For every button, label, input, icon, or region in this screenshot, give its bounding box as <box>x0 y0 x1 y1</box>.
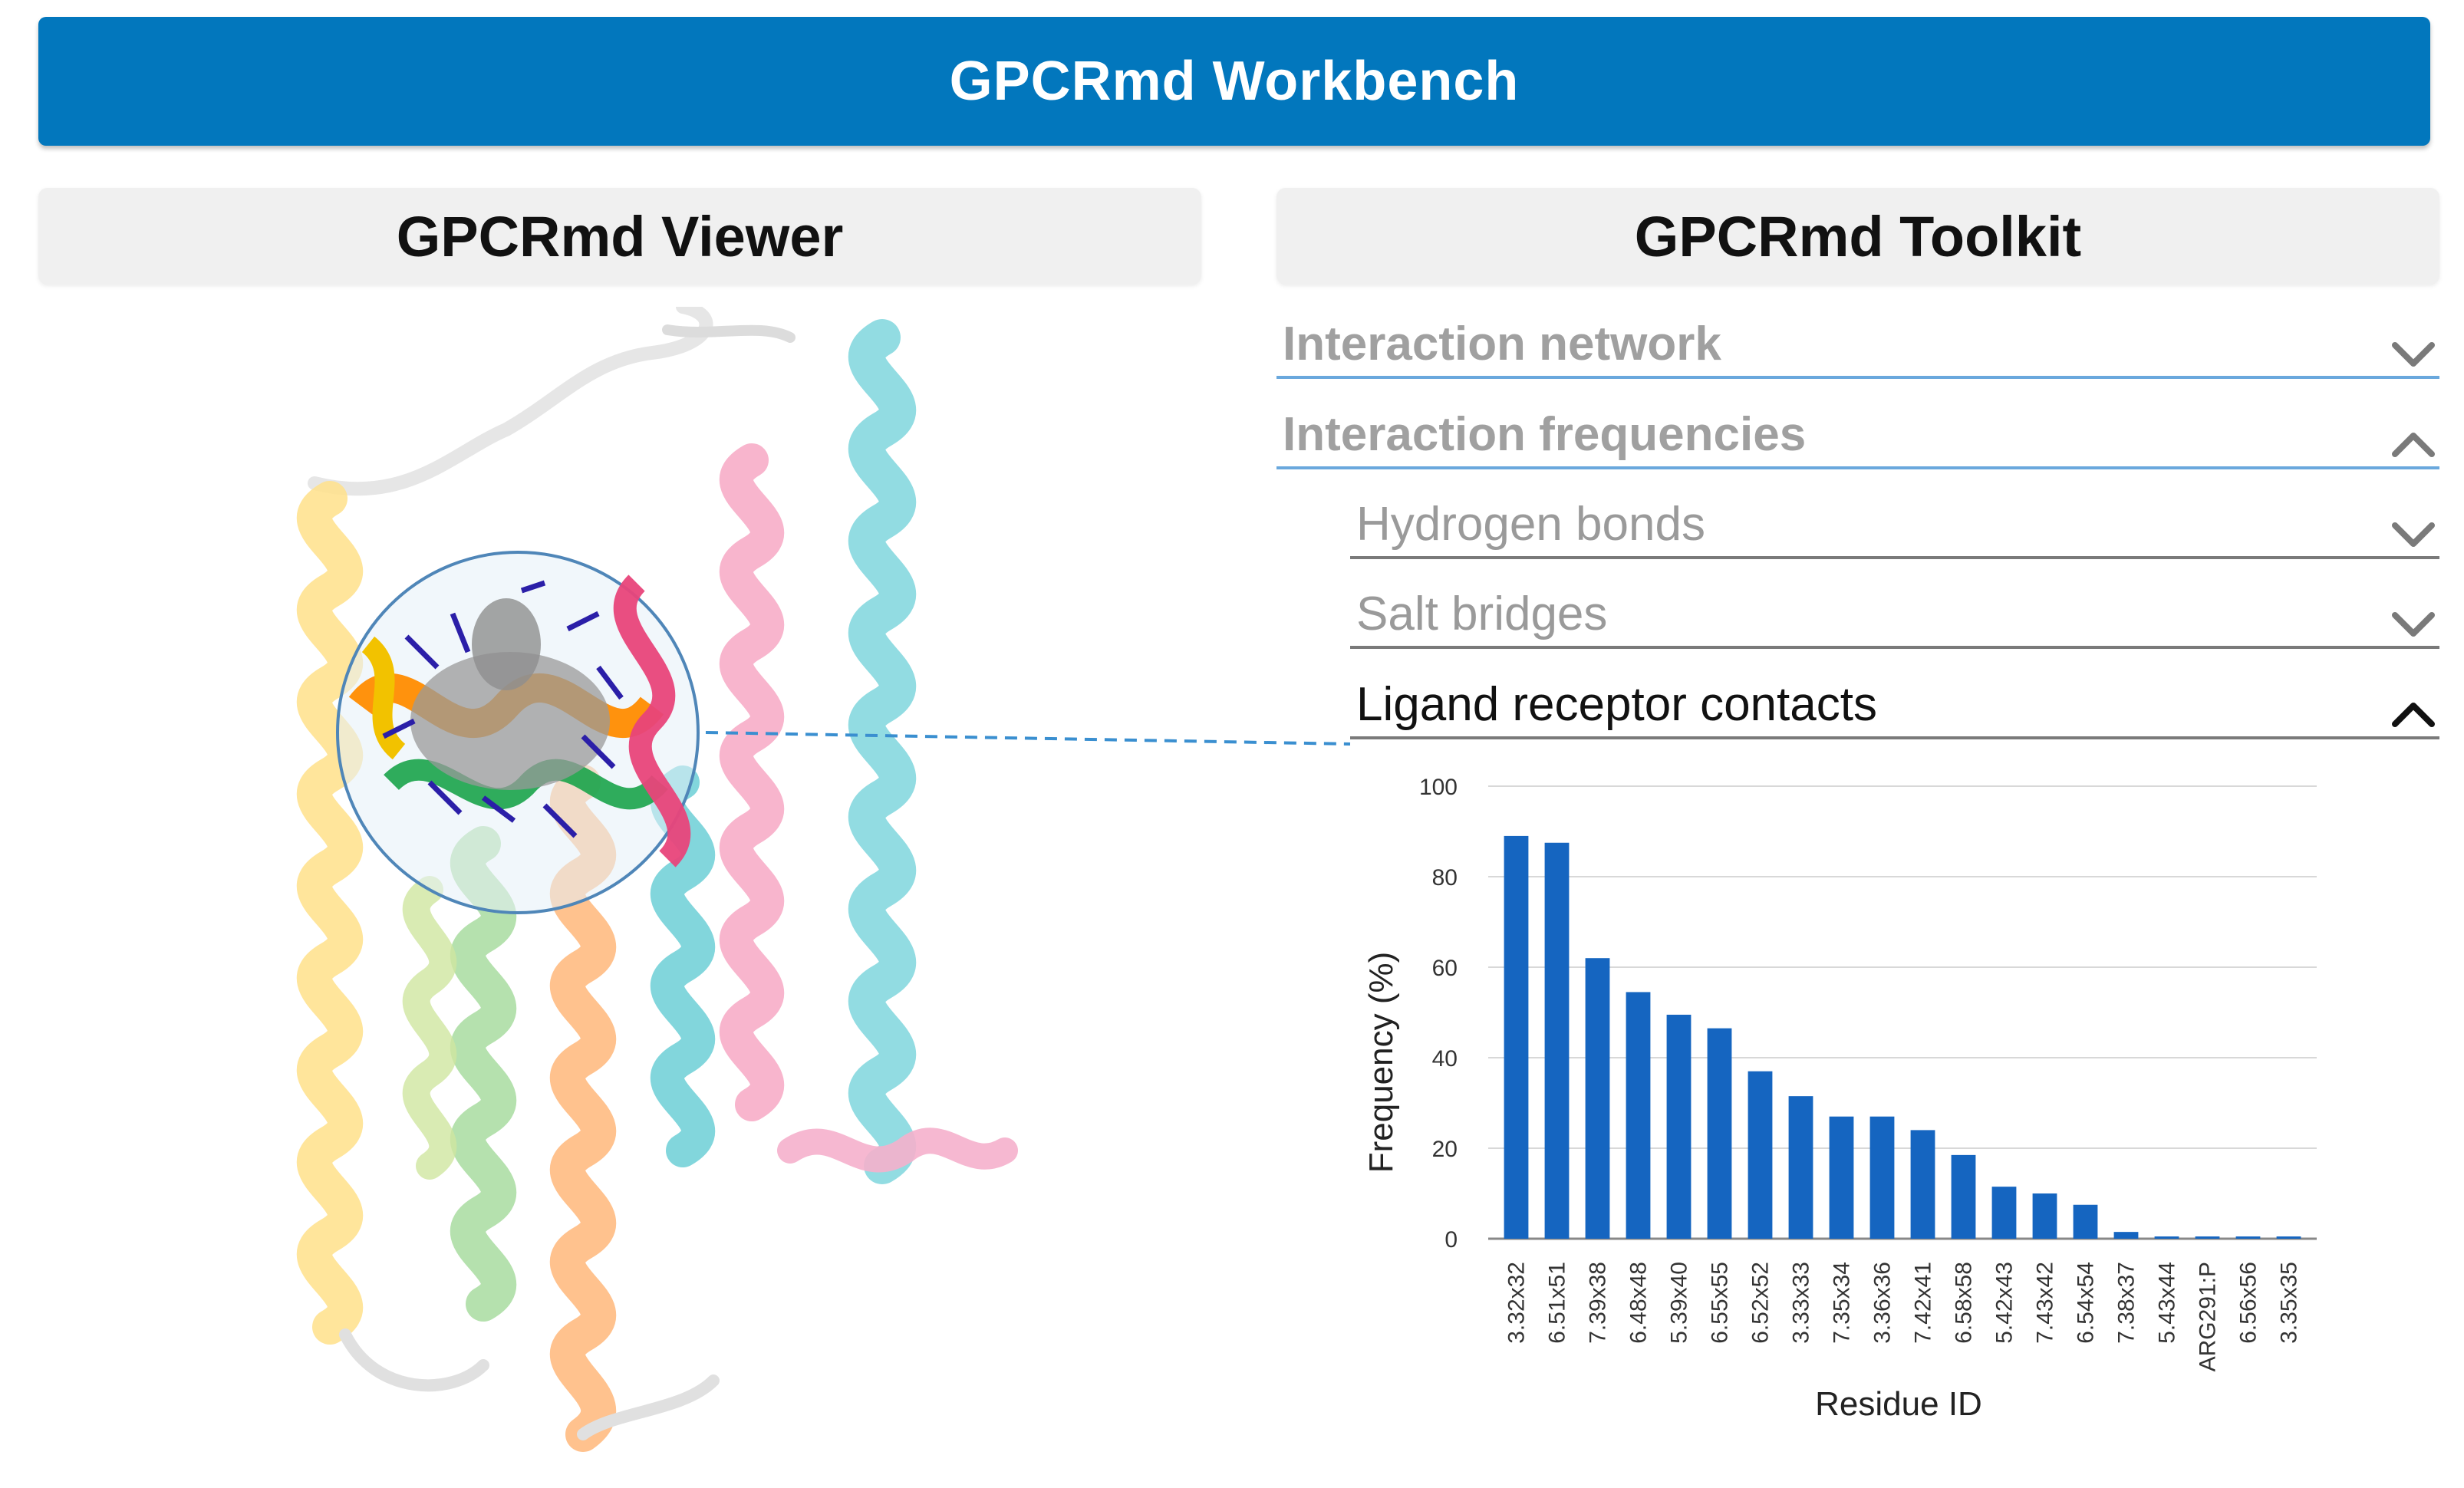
loop-top <box>308 307 713 496</box>
x-tick-label: 6.48x48 <box>1626 1262 1652 1344</box>
y-tick-label: 40 <box>1432 1046 1458 1072</box>
workbench-header: GPCRmd Workbench <box>38 17 2430 146</box>
y-tick-label: 0 <box>1444 1227 1458 1253</box>
bar <box>1910 1130 1935 1239</box>
helix-1 <box>296 481 364 1345</box>
x-tick-label: 7.38x37 <box>2114 1262 2140 1344</box>
loop-top-right <box>662 324 796 343</box>
bar <box>2073 1204 2098 1239</box>
bar <box>2154 1236 2179 1239</box>
bar <box>1504 835 1529 1239</box>
helix-2b <box>402 876 457 1180</box>
bar <box>1707 1028 1732 1239</box>
bar <box>1829 1116 1854 1239</box>
bar <box>2235 1236 2261 1239</box>
x-tick-label: 6.58x58 <box>1952 1262 1977 1344</box>
x-tick-label: 7.39x38 <box>1586 1262 1611 1344</box>
bar <box>1788 1096 1813 1239</box>
helix-6 <box>848 319 917 1184</box>
bar <box>1951 1154 1976 1239</box>
y-tick-label: 80 <box>1432 865 1458 890</box>
subsection-label: Hydrogen bonds <box>1356 498 1705 551</box>
bar <box>1869 1116 1895 1239</box>
chevron-down-icon[interactable] <box>2390 339 2436 370</box>
chevron-down-icon[interactable] <box>2390 519 2436 550</box>
bar <box>2195 1236 2220 1239</box>
x-tick-label: 7.35x34 <box>1830 1262 1855 1344</box>
bar <box>2032 1193 2057 1239</box>
section-label: Interaction network <box>1283 318 1721 370</box>
chevron-up-icon[interactable] <box>2390 700 2436 730</box>
ligand-contacts-bar-chart: 0 20 40 60 80 100 3.32x32 6.51x51 7.39x38 6.48x4… <box>1362 775 2317 1423</box>
viewer-header: GPCRmd Viewer <box>38 188 1201 285</box>
x-tick-label: 3.36x36 <box>1870 1262 1896 1344</box>
viewer-title: GPCRmd Viewer <box>396 204 844 268</box>
bar <box>1544 842 1570 1239</box>
binding-pocket-zoom <box>336 551 700 914</box>
x-tick-label: 3.32x32 <box>1504 1262 1530 1344</box>
subsection-label: Salt bridges <box>1356 588 1608 640</box>
x-tick-label: 5.39x40 <box>1667 1262 1692 1344</box>
bar <box>1748 1071 1773 1239</box>
x-tick-label: 5.43x44 <box>2155 1262 2180 1344</box>
y-tick-label: 60 <box>1432 956 1458 981</box>
y-axis-label: Frequency (%) <box>1362 952 1400 1174</box>
x-tick-label: 3.35x35 <box>2277 1262 2302 1344</box>
protein-structure-viewer[interactable] <box>253 307 1097 1473</box>
chevron-up-icon[interactable] <box>2390 430 2436 460</box>
helix-2 <box>450 826 517 1322</box>
x-tick-label: 6.52x52 <box>1748 1262 1774 1344</box>
app-title: GPCRmd Workbench <box>949 51 1520 112</box>
bar <box>1585 958 1610 1239</box>
section-interaction-frequencies[interactable]: Interaction frequencies <box>1276 382 2439 469</box>
x-tick-label: 5.42x43 <box>1992 1262 2018 1344</box>
x-tick-label: 7.43x42 <box>2033 1262 2058 1344</box>
bar <box>2276 1236 2301 1239</box>
chevron-down-icon[interactable] <box>2390 609 2436 640</box>
helix-4 <box>650 765 716 1167</box>
y-tick-label: 100 <box>1419 775 1458 800</box>
section-label: Interaction frequencies <box>1283 408 1807 461</box>
x-tick-label: 6.55x55 <box>1708 1262 1733 1344</box>
subsection-salt-bridges[interactable]: Salt bridges <box>1350 561 2439 649</box>
y-tick-label: 20 <box>1432 1137 1458 1162</box>
helix-8 <box>777 1128 1018 1173</box>
loop-bottom <box>339 1328 720 1440</box>
x-tick-label: 6.51x51 <box>1545 1262 1570 1344</box>
subsection-hydrogen-bonds[interactable]: Hydrogen bonds <box>1350 472 2439 559</box>
bar <box>1666 1014 1692 1239</box>
x-tick-label: 7.42x41 <box>1911 1262 1936 1344</box>
x-tick-label: 6.56x56 <box>2236 1262 2261 1344</box>
subsection-ligand-receptor-contacts[interactable]: Ligand receptor contacts <box>1350 652 2439 739</box>
x-axis-label: Residue ID <box>1815 1385 1982 1423</box>
x-tick-label: 3.33x33 <box>1789 1262 1814 1344</box>
toolkit-header: GPCRmd Toolkit <box>1276 188 2439 285</box>
helix-5 <box>719 443 785 1121</box>
x-tick-label: ARG291:P <box>2196 1262 2221 1371</box>
bar <box>1626 992 1651 1239</box>
bar <box>1991 1187 2017 1239</box>
x-tick-label: 6.54x54 <box>2074 1262 2099 1344</box>
bar <box>2113 1232 2139 1239</box>
toolkit-title: GPCRmd Toolkit <box>1634 204 2082 268</box>
subsection-label: Ligand receptor contacts <box>1356 678 1877 731</box>
section-interaction-network[interactable]: Interaction network <box>1276 291 2439 379</box>
